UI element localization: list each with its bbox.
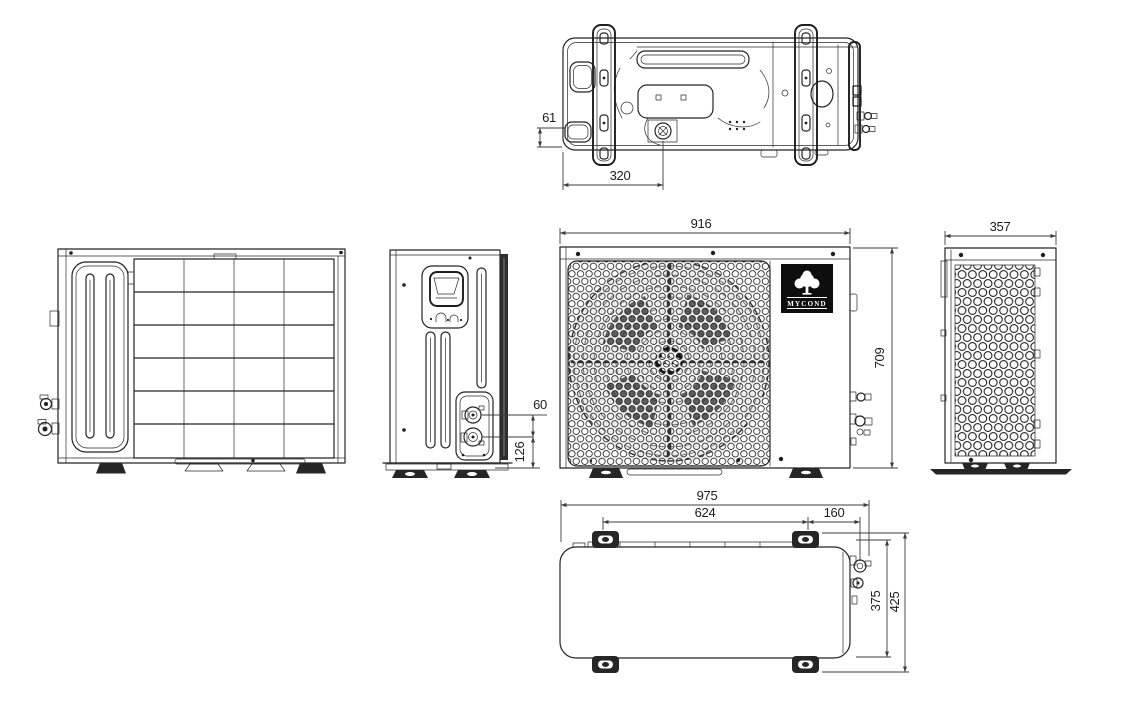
right-side-view: 357: [930, 219, 1072, 475]
dim-bottom-425: 425: [822, 532, 909, 673]
bottom-view-mounting-feet: [592, 531, 819, 673]
valve-icon: [37, 419, 60, 437]
valve-icon: [849, 391, 872, 402]
dim-right-357-label: 357: [990, 219, 1011, 234]
dim-bottom-624: 624: [602, 505, 809, 530]
bottom-view: 975 624 160 375 425: [559, 488, 909, 673]
valve-icon: [39, 394, 60, 411]
dim-top-320: 320: [562, 141, 664, 190]
dim-side-126-label: 126: [512, 442, 527, 463]
mycond-logo: MYCOND: [781, 264, 833, 313]
back-view-coil-grid: [133, 253, 335, 459]
dim-bottom-375: 375: [856, 539, 891, 658]
dim-bottom-160: 160: [807, 505, 861, 560]
back-view-base: [96, 458, 326, 474]
foot-icon: [96, 463, 126, 474]
dim-bottom-160-label: 160: [824, 505, 845, 520]
drain-plug-icon: [654, 122, 672, 140]
dim-front-709: 709: [853, 247, 898, 469]
back-view-service-valves: [37, 310, 60, 437]
foot-icon: [296, 463, 326, 474]
foot-clamp-icon: [792, 531, 819, 548]
foot-clamp-icon: [592, 531, 619, 548]
dim-right-357: 357: [944, 219, 1057, 245]
dim-front-709-label: 709: [872, 348, 887, 369]
dim-top-320-label: 320: [610, 168, 631, 183]
dim-bottom-975: 975: [560, 488, 870, 556]
front-view-feet: [589, 468, 823, 478]
back-view-body: [57, 248, 346, 464]
dim-bottom-375-label: 375: [868, 591, 883, 612]
left-side-base: [382, 462, 513, 478]
panel-vent-slot: [85, 273, 95, 439]
dim-front-916-label: 916: [691, 216, 712, 231]
top-view-side-strap: [848, 41, 878, 151]
base-rail: [930, 469, 1072, 475]
front-view-service-valves: [849, 293, 873, 446]
dim-side-126: 126: [495, 436, 540, 469]
pipe-fitting-icon: [854, 111, 878, 134]
left-side-view: 60 126: [382, 249, 547, 478]
top-view: 61 320: [537, 24, 878, 190]
dim-bottom-425-label: 425: [887, 592, 902, 613]
valve-icon: [849, 413, 873, 436]
right-side-honeycomb-panel: [954, 264, 1041, 457]
back-view: [37, 248, 346, 474]
top-view-internal-details: [564, 41, 859, 158]
right-side-base: [930, 463, 1072, 475]
valve-icon: [850, 577, 864, 589]
back-view-side-panel: [71, 261, 135, 453]
dim-side-60: 60: [481, 397, 547, 438]
bottom-view-service-valves: [849, 555, 872, 605]
foot-clamp-icon: [592, 656, 619, 673]
top-view-right-bracket: [794, 24, 818, 166]
side-vent-slots: [425, 267, 487, 449]
dim-top-61: 61: [537, 110, 566, 148]
bottom-view-body: [559, 546, 851, 659]
dim-bottom-975-label: 975: [697, 488, 718, 503]
front-view: MYCOND 916: [559, 216, 898, 478]
right-side-body: [940, 247, 1057, 464]
dim-top-61-label: 61: [542, 110, 556, 125]
foot-clamp-icon: [792, 656, 819, 673]
fan-grille: [567, 260, 771, 467]
panel-vent-slot: [105, 273, 115, 439]
logo-tree-icon: [794, 270, 820, 295]
carry-handle: [421, 265, 469, 329]
dim-side-60-label: 60: [533, 397, 547, 412]
dim-bottom-624-label: 624: [695, 505, 716, 520]
logo-text: MYCOND: [787, 300, 826, 308]
top-view-left-bracket: [592, 24, 616, 166]
dim-front-916: 916: [559, 216, 851, 244]
